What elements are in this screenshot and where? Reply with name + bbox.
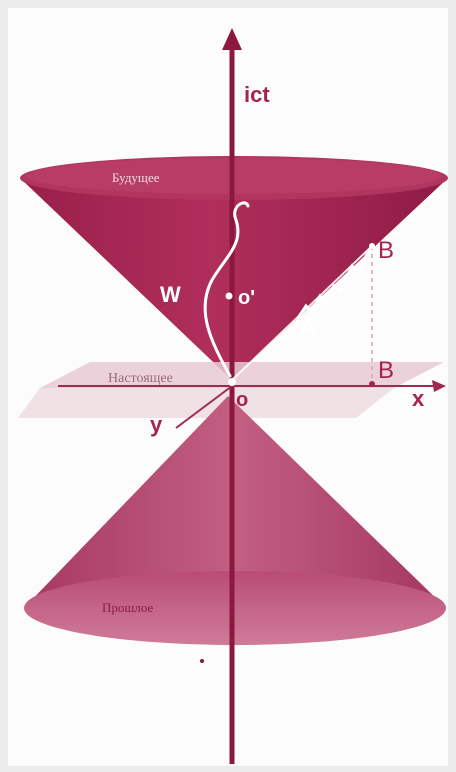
x-axis-label: x <box>412 386 425 411</box>
origin-marker <box>228 378 236 386</box>
worldline-label: W <box>160 282 181 307</box>
event-o-prime-label: o' <box>238 287 255 309</box>
past-cone <box>24 396 446 645</box>
speck <box>200 659 204 663</box>
point-b-top-label: B <box>378 237 394 264</box>
point-b-bottom-marker <box>369 381 375 387</box>
origin-label: o <box>236 389 248 411</box>
past-label: Прошлое <box>102 600 154 615</box>
point-b-top-marker <box>369 243 375 249</box>
y-axis-line <box>175 385 233 429</box>
event-o-prime-marker <box>225 292 233 300</box>
present-label: Настоящее <box>108 371 173 386</box>
axes <box>58 28 446 764</box>
worldline-w <box>203 201 250 378</box>
time-axis-label: ict <box>244 82 270 107</box>
y-axis-label: y <box>150 412 163 437</box>
trajectory-a-b <box>296 245 374 319</box>
x-axis-arrow-icon <box>432 380 446 392</box>
time-axis-arrow-icon <box>222 28 242 50</box>
point-b-bottom-label: B <box>378 357 394 384</box>
point-a-label: A <box>300 314 315 339</box>
future-label: Будущее <box>112 170 160 185</box>
present-plane <box>18 362 444 418</box>
